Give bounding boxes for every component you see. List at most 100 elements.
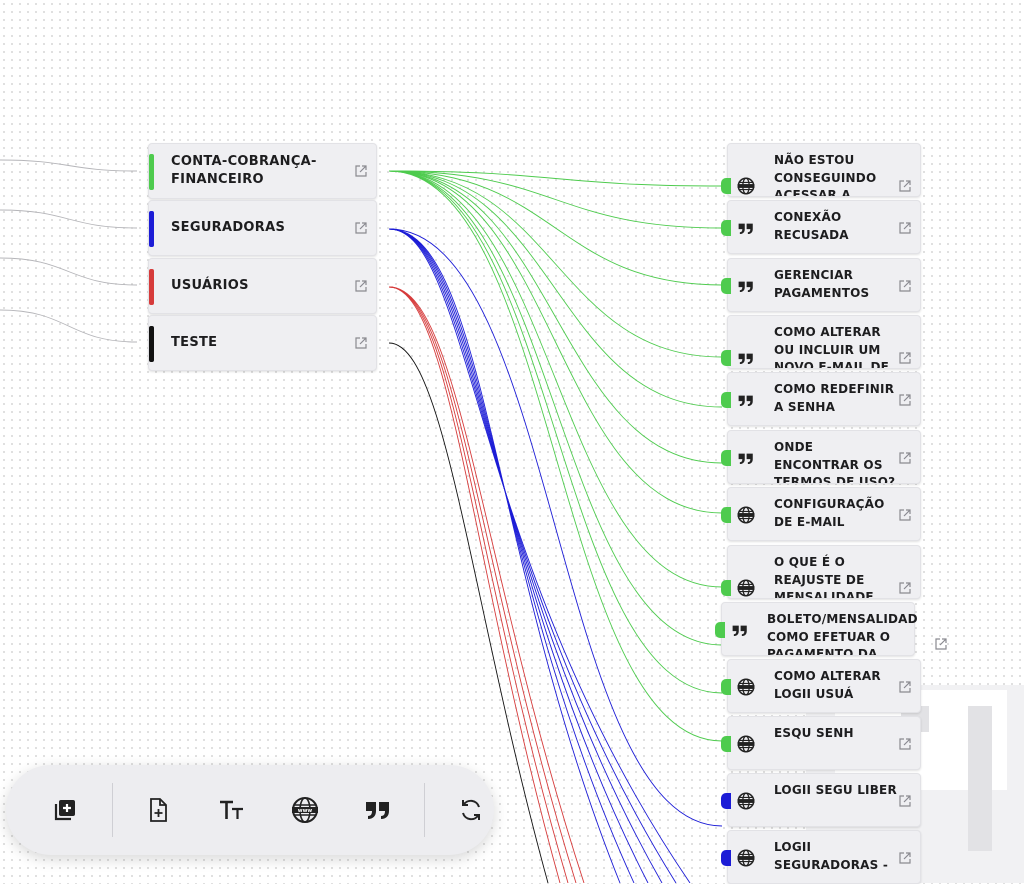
connector-handle[interactable]: [721, 679, 731, 695]
connector-handle[interactable]: [721, 507, 731, 523]
connector-handle[interactable]: [721, 736, 731, 752]
article-node[interactable]: BOLETO/MENSALIDADE-COMO EFETUAR O PAGAME…: [715, 602, 947, 656]
incoming-connector: [0, 257, 138, 286]
www-globe-icon: [736, 848, 756, 868]
refresh-icon: [462, 799, 480, 821]
article-node[interactable]: LOGII SEGURADORAS -: [721, 830, 921, 884]
connector-line: [388, 228, 691, 883]
incoming-connector: [0, 309, 138, 343]
connector-handle[interactable]: [721, 450, 731, 466]
website-tool[interactable]: www: [289, 794, 321, 826]
connector-handle[interactable]: [721, 580, 731, 596]
connector-line: [388, 170, 723, 408]
external-link-icon[interactable]: [898, 737, 912, 751]
connector-line: [388, 228, 663, 883]
connector-line: [388, 286, 561, 883]
connector-handle[interactable]: [721, 850, 731, 866]
external-link-icon[interactable]: [354, 336, 368, 350]
external-link-icon[interactable]: [898, 221, 912, 235]
document-plus-icon: [150, 798, 167, 822]
incoming-connector: [0, 159, 138, 172]
connector-handle[interactable]: [721, 392, 731, 408]
quote-icon: [730, 620, 750, 640]
external-link-icon[interactable]: [934, 637, 948, 651]
bottom-toolbar: www: [6, 765, 494, 855]
quote-icon: [366, 802, 389, 819]
article-label: ONDE ENCONTRAR OS TERMOS DE USO?: [774, 440, 896, 483]
external-link-icon[interactable]: [354, 164, 368, 178]
connector-handle[interactable]: [715, 622, 725, 638]
connector-line: [388, 170, 723, 187]
external-link-icon[interactable]: [898, 351, 912, 365]
external-link-icon[interactable]: [354, 279, 368, 293]
article-node[interactable]: ESQU SENH: [721, 716, 921, 770]
connector-line: [388, 170, 723, 358]
quote-tool[interactable]: [362, 794, 394, 826]
category-node-usuarios[interactable]: USUÁRIOS: [148, 258, 377, 314]
quote-icon: [736, 390, 756, 410]
article-label: O QUE É O REAJUSTE DE MENSALIDADE: [774, 555, 874, 598]
overlay-panel: [968, 706, 992, 851]
article-label: COMO ALTERAR OU INCLUIR UM NOVO E-MAIL D…: [774, 325, 890, 368]
category-node-teste[interactable]: TESTE: [148, 315, 377, 371]
external-link-icon[interactable]: [898, 279, 912, 293]
quote-icon: [736, 348, 756, 368]
toolbar-separator: [424, 783, 425, 837]
external-link-icon[interactable]: [898, 179, 912, 193]
article-label: CONFIGURAÇÃO DE E-MAIL: [774, 497, 885, 529]
incoming-connector: [0, 209, 138, 229]
article-node[interactable]: LOGII SEGU LIBER: [721, 773, 921, 827]
article-label: LOGII SEGU LIBER: [774, 783, 897, 797]
add-node-tool[interactable]: [49, 794, 81, 826]
quote-icon: [736, 448, 756, 468]
quote-icon: [736, 218, 756, 238]
connector-line: [388, 228, 649, 883]
text-size-icon: [220, 800, 243, 819]
connector-line: [388, 170, 723, 694]
category-node-conta-cobranca[interactable]: CONTA-COBRANÇA-FINANCEIRO: [148, 143, 377, 199]
category-label: TESTE: [171, 335, 218, 350]
article-node[interactable]: GERENCIAR PAGAMENTOS: [721, 258, 921, 312]
article-node[interactable]: CONEXÃO RECUSADA: [721, 200, 921, 254]
connector-line: [388, 228, 635, 883]
external-link-icon[interactable]: [898, 393, 912, 407]
refresh-tool[interactable]: [455, 794, 487, 826]
connector-handle[interactable]: [721, 178, 731, 194]
article-label: ESQU SENH: [774, 726, 854, 740]
add-document-tool[interactable]: [142, 794, 174, 826]
category-color-bar: [149, 154, 154, 190]
connector-handle[interactable]: [721, 793, 731, 809]
article-node[interactable]: CONFIGURAÇÃO DE E-MAIL: [721, 487, 921, 541]
text-tool[interactable]: [216, 794, 248, 826]
external-link-icon[interactable]: [354, 221, 368, 235]
connector-handle[interactable]: [721, 278, 731, 294]
article-node[interactable]: COMO ALTERAR LOGII USUÁ: [721, 659, 921, 713]
external-link-icon[interactable]: [898, 451, 912, 465]
article-label: NÃO ESTOU CONSEGUINDO ACESSAR A: [774, 153, 877, 196]
article-node[interactable]: NÃO ESTOU CONSEGUINDO ACESSAR A: [721, 143, 921, 197]
category-color-bar: [149, 269, 154, 305]
connector-line: [388, 170, 723, 229]
external-link-icon[interactable]: [898, 794, 912, 808]
category-label: USUÁRIOS: [171, 278, 249, 293]
external-link-icon[interactable]: [898, 851, 912, 865]
category-node-seguradoras[interactable]: SEGURADORAS: [148, 200, 377, 256]
external-link-icon[interactable]: [898, 508, 912, 522]
external-link-icon[interactable]: [898, 680, 912, 694]
article-label: LOGII SEGURADORAS -: [774, 840, 889, 872]
connector-line: [388, 170, 723, 286]
article-node[interactable]: COMO REDEFINIR A SENHA: [721, 372, 921, 426]
connector-line: [388, 170, 723, 464]
external-link-icon[interactable]: [898, 581, 912, 595]
connector-line: [388, 170, 723, 514]
article-node[interactable]: ONDE ENCONTRAR OS TERMOS DE USO?: [721, 430, 921, 484]
connector-line: [388, 286, 585, 883]
article-node[interactable]: O QUE É O REAJUSTE DE MENSALIDADE: [721, 545, 921, 599]
connector-line: [388, 170, 723, 646]
connector-line: [388, 228, 677, 883]
quote-icon: [736, 276, 756, 296]
article-node[interactable]: COMO ALTERAR OU INCLUIR UM NOVO E-MAIL D…: [721, 315, 921, 369]
add-box-icon: [54, 800, 75, 821]
connector-handle[interactable]: [721, 220, 731, 236]
connector-handle[interactable]: [721, 350, 731, 366]
